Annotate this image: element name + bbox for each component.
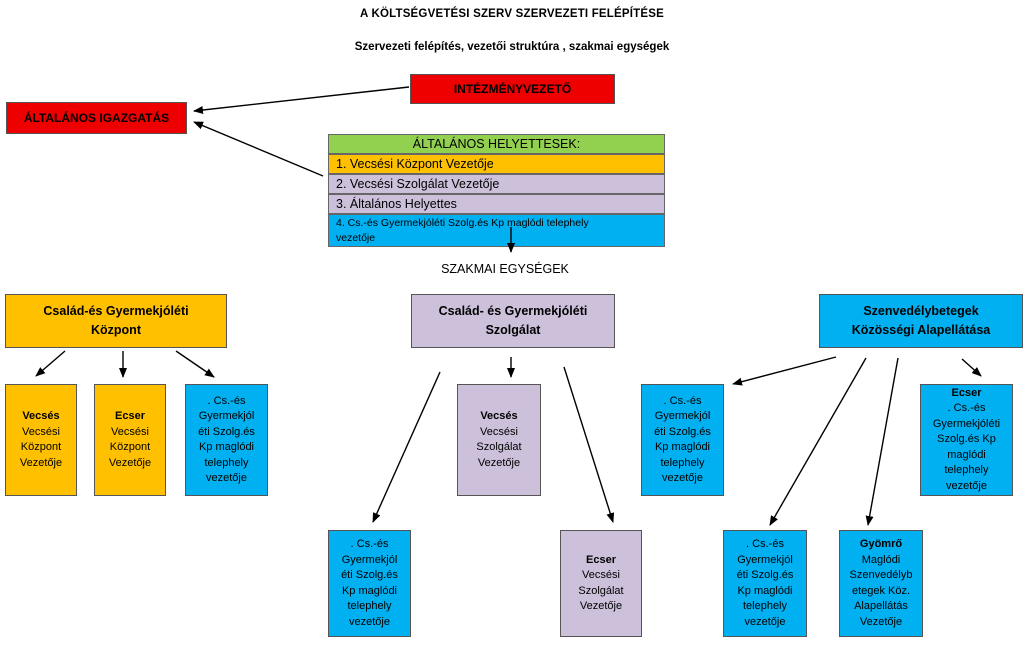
sub-szolgalat-maglod-text: . Cs.-és Gyermekjól éti Szolg.és Kp magl… [341, 538, 398, 628]
altalanos-igazgatas-box: ÁLTALÁNOS IGAZGATÁS [6, 102, 187, 134]
sub-szenvedely-gyomro-text: Maglódi Szenvedélyb etegek Köz. Alapellá… [849, 553, 913, 628]
helyettes-item-2: 2. Vecsési Szolgálat Vezetője [328, 174, 665, 194]
arrow-helyettesek-to-igazgatas [193, 121, 324, 177]
sub-szenvedely-maglod-2-text: . Cs.-és Gyermekjól éti Szolg.és Kp magl… [736, 538, 794, 628]
unit-szolgalat-label: Család- és Gyermekjóléti Szolgálat [438, 304, 588, 337]
sub-szenvedely-maglod-1: . Cs.-és Gyermekjól éti Szolg.és Kp magl… [641, 384, 724, 496]
arrow-szenvedely-2 [769, 357, 867, 526]
sub-kozpont-ecser-text: Vecsési Központ Vezetője [108, 425, 152, 469]
arrow-szenvedely-3 [865, 357, 899, 526]
arrow-kozpont-1 [35, 350, 66, 377]
unit-szolgalat: Család- és Gyermekjóléti Szolgálat [411, 294, 615, 348]
sub-szolgalat-vecses-text: Vecsési Szolgálat Vezetője [476, 425, 522, 469]
sub-szenvedely-maglod-2: . Cs.-és Gyermekjól éti Szolg.és Kp magl… [723, 530, 807, 637]
arrow-vezeto-to-igazgatas [193, 86, 410, 114]
helyettesek-header: ÁLTALÁNOS HELYETTESEK: [328, 134, 665, 154]
unit-szenvedely: Szenvedélybetegek Közösségi Alapellátása [819, 294, 1023, 348]
unit-kozpont-label: Család-és Gyermekjóléti Központ [43, 304, 189, 337]
intezmenyvezeto-label: INTÉZMÉNYVEZETŐ [453, 81, 572, 96]
sub-szolgalat-maglod: . Cs.-és Gyermekjól éti Szolg.és Kp magl… [328, 530, 411, 637]
sub-kozpont-ecser-title: Ecser [115, 410, 145, 422]
sub-kozpont-maglod-text: . Cs.-és Gyermekjól éti Szolg.és Kp magl… [198, 394, 255, 485]
sub-kozpont-vecses-text: Vecsési Központ Vezetője [19, 425, 63, 469]
helyettes-item-3: 3. Általános Helyettes [328, 194, 665, 214]
arrow-szenvedely-4 [961, 358, 982, 377]
page-title: A KÖLTSÉGVETÉSI SZERV SZERVEZETI FELÉPÍT… [359, 8, 665, 20]
unit-kozpont: Család-és Gyermekjóléti Központ [5, 294, 227, 348]
sub-kozpont-maglod: . Cs.-és Gyermekjól éti Szolg.és Kp magl… [185, 384, 268, 496]
arrow-szenvedely-1 [732, 356, 837, 386]
sub-szolgalat-ecser-title: Ecser [586, 553, 616, 566]
page-subtitle: Szervezeti felépítés, vezetői struktúra … [354, 41, 670, 53]
szakmai-egysegek-label: SZAKMAI EGYSÉGEK [441, 262, 569, 276]
sub-kozpont-vecses-title: Vecsés [22, 410, 60, 422]
sub-szenvedely-ecser: Ecser . Cs.-és Gyermekjóléti Szolg.és Kp … [920, 384, 1013, 496]
sub-szenvedely-gyomro-title: Gyömrő [859, 538, 903, 550]
unit-szenvedely-label: Szenvedélybetegek Közösségi Alapellátása [851, 304, 991, 337]
sub-szolgalat-vecses-title: Vecsés [480, 410, 518, 422]
sub-szenvedely-maglod-1-text: . Cs.-és Gyermekjól éti Szolg.és Kp magl… [654, 394, 711, 485]
sub-szenvedely-ecser-title: Ecser [951, 386, 982, 399]
arrow-szolgalat-right [563, 366, 615, 523]
sub-szolgalat-ecser-text: Vecsési Szolgálat Vezetője [578, 569, 624, 612]
altalanos-igazgatas-label: ÁLTALÁNOS IGAZGATÁS [23, 110, 170, 125]
arrow-szolgalat-left [372, 371, 441, 523]
intezmenyvezeto-box: INTÉZMÉNYVEZETŐ [410, 74, 615, 104]
arrow-kozpont-3 [175, 350, 215, 378]
helyettes-item-4: 4. Cs.-és Gyermekjóléti Szolg.és Kp magl… [328, 214, 665, 247]
sub-szenvedely-ecser-text: . Cs.-és Gyermekjóléti Szolg.és Kp magló… [932, 402, 1001, 492]
helyettes-item-1: 1. Vecsési Központ Vezetője [328, 154, 665, 174]
